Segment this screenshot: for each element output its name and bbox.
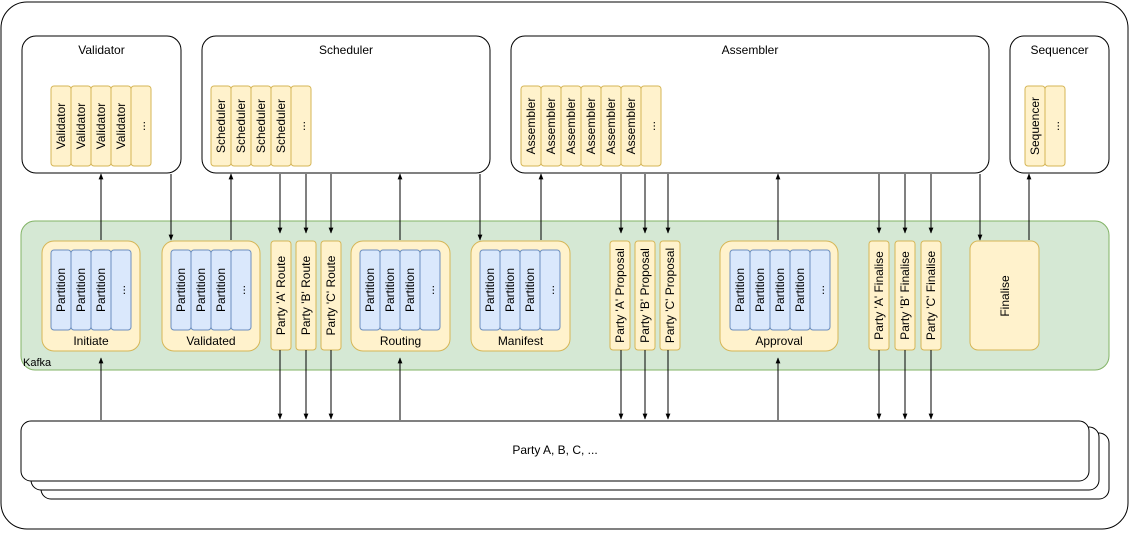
partition-label: Partition <box>194 268 208 312</box>
partition-label: Partition <box>214 268 228 312</box>
validator-service-title: Validator <box>78 43 124 57</box>
route-topic <box>270 240 292 351</box>
scheduler-instance-label: Scheduler <box>234 99 248 153</box>
sequencer-instance-label: Sequencer <box>1028 97 1042 155</box>
finalise-topics: Party 'A' Finalise Party 'B' Finalise Part… <box>868 240 942 351</box>
route-topic-label: Party 'A' Route <box>274 256 288 336</box>
scheduler-instance-label: Scheduler <box>254 99 268 153</box>
topic-routing-label: Routing <box>380 334 421 348</box>
partition-label: Partition <box>773 268 787 312</box>
scheduler-instance-label: Scheduler <box>214 99 228 153</box>
partition-label: ... <box>114 285 128 295</box>
partition-label: Partition <box>363 268 377 312</box>
partition-label: Partition <box>523 268 537 312</box>
assembler-instance-label: Assembler <box>604 98 618 155</box>
topic-initiate-label: Initiate <box>73 334 109 348</box>
proposal-topic-label: Party 'A' Proposal <box>613 248 627 343</box>
partition-label: Partition <box>174 268 188 312</box>
validator-instance-label: Validator <box>74 103 88 149</box>
parties-label: Party A, B, C, ... <box>512 443 597 457</box>
partition-label: ... <box>813 285 827 295</box>
sequencer-service: Sequencer Sequencer... <box>1009 35 1110 174</box>
sequencer-instance-label: ... <box>1048 121 1062 131</box>
sequencer-instance <box>1044 85 1066 167</box>
scheduler-instance-label: ... <box>294 121 308 131</box>
topic-validated: Partition Partition Partition... Validated <box>161 240 261 352</box>
topic-finalise: Finalise <box>969 240 1040 351</box>
route-topics: Party 'A' Route Party 'B' Route Party 'C' … <box>270 240 342 351</box>
partition <box>809 249 831 331</box>
finalise-topic-label: Party 'B' Finalise <box>898 251 912 340</box>
partition-label: Partition <box>383 268 397 312</box>
proposal-topics: Party 'A' Proposal Party 'B' Proposal Part… <box>609 240 681 351</box>
partition <box>419 249 441 331</box>
proposal-topic-label: Party 'B' Proposal <box>638 248 652 343</box>
topic-initiate: Partition Partition Partition... Initiate <box>41 240 141 352</box>
assembler-instance-label: Assembler <box>584 98 598 155</box>
validator-instance <box>130 85 152 167</box>
partition-label: Partition <box>793 268 807 312</box>
topic-validated-label: Validated <box>186 334 235 348</box>
partition-label: Partition <box>403 268 417 312</box>
finalise-topic-label: Party 'C' Finalise <box>924 251 938 341</box>
assembler-instance-label: Assembler <box>564 98 578 155</box>
partition-label: Partition <box>733 268 747 312</box>
partition <box>110 249 132 331</box>
partition-label: ... <box>543 285 557 295</box>
partition <box>539 249 561 331</box>
partition-label: ... <box>423 285 437 295</box>
connectors <box>98 173 1032 420</box>
assembler-instance-label: Assembler <box>624 98 638 155</box>
assembler-instance-label: ... <box>644 121 658 131</box>
partition-label: Partition <box>753 268 767 312</box>
assembler-instance-label: Assembler <box>544 98 558 155</box>
partition-label: Partition <box>503 268 517 312</box>
scheduler-instance-label: Scheduler <box>274 99 288 153</box>
partition-label: ... <box>234 285 248 295</box>
party-box-front <box>20 420 1090 482</box>
validator-instance-label: Validator <box>94 103 108 149</box>
assembler-service-title: Assembler <box>722 43 779 57</box>
assembler-instance-label: Assembler <box>524 98 538 155</box>
validator-instance-label: Validator <box>114 103 128 149</box>
route-topic-label: Party 'C' Route <box>324 255 338 335</box>
topic-manifest-label: Manifest <box>498 334 544 348</box>
topic-finalise-label: Finalise <box>998 275 1012 317</box>
parties: Party A, B, C, ... <box>20 420 1110 500</box>
partition <box>230 249 252 331</box>
partition-label: Partition <box>94 268 108 312</box>
proposal-topic <box>659 240 681 351</box>
validator-instance-label: Validator <box>54 103 68 149</box>
sequencer-service-title: Sequencer <box>1030 43 1088 57</box>
validator-instance-label: ... <box>134 121 148 131</box>
scheduler-instance <box>290 85 312 167</box>
route-topic-label: Party 'B' Route <box>299 256 313 336</box>
kafka-label: Kafka <box>23 357 52 369</box>
kafka-cluster: Kafka Partition Partition Partition... Ini… <box>20 220 1110 371</box>
assembler-instance <box>640 85 662 167</box>
topic-approval-label: Approval <box>755 334 802 348</box>
partition-label: Partition <box>483 268 497 312</box>
proposal-topic <box>609 240 631 351</box>
topic-manifest: Partition Partition Partition... Manifest <box>470 240 571 352</box>
partition-label: Partition <box>74 268 88 312</box>
topic-routing: Partition Partition Partition... Routing <box>350 240 451 352</box>
partition-label: Partition <box>54 268 68 312</box>
topic-finalise-box <box>969 240 1040 351</box>
finalise-topic-label: Party 'A' Finalise <box>872 251 886 340</box>
scheduler-service-title: Scheduler <box>319 43 373 57</box>
proposal-topic-label: Party 'C' Proposal <box>663 248 677 343</box>
